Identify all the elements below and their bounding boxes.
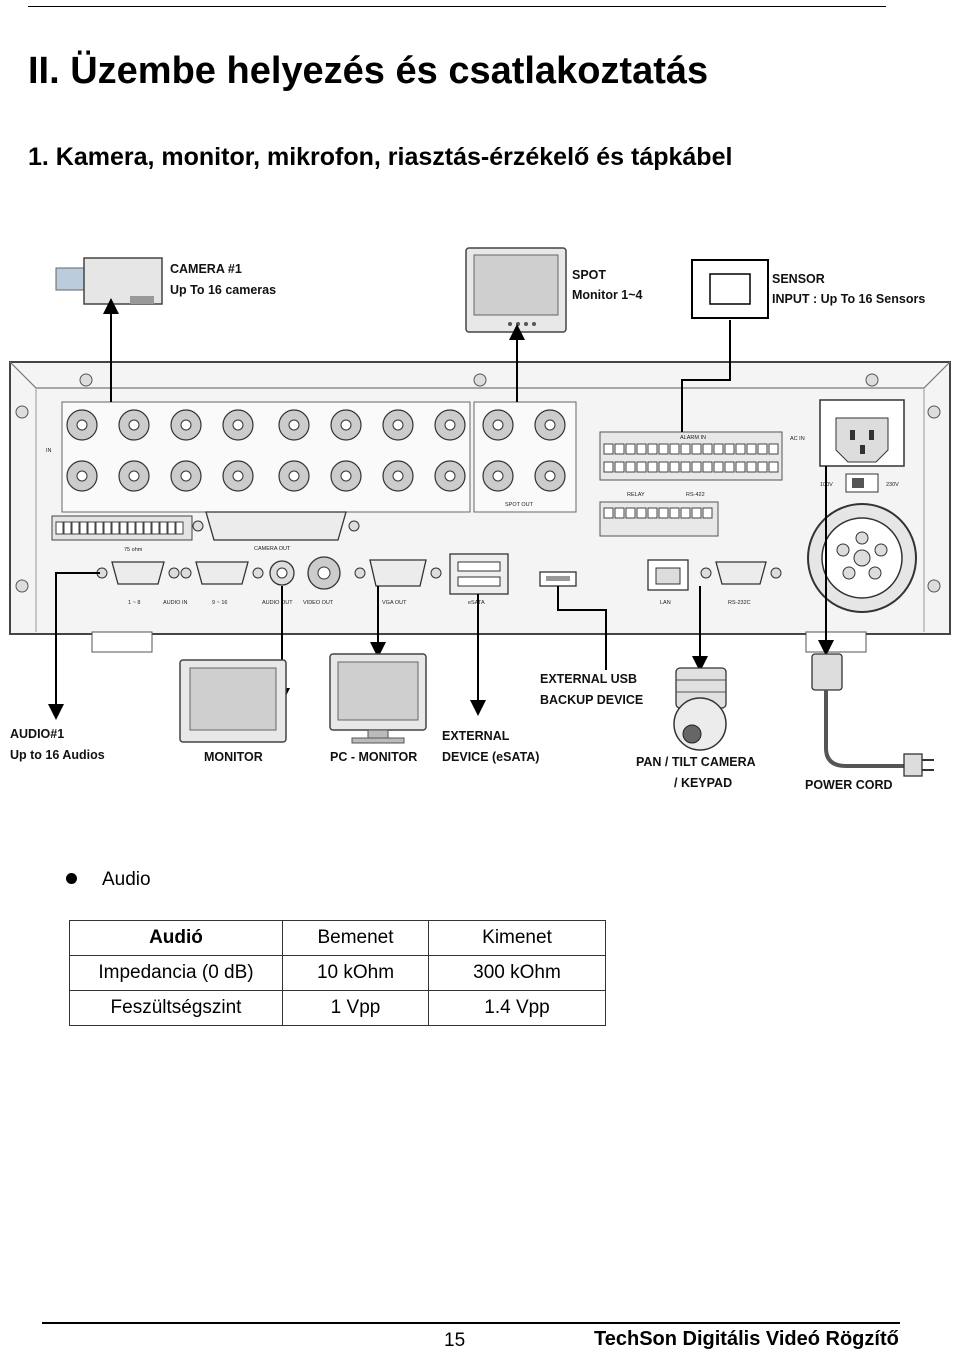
audio-bullet-text: Audio (102, 869, 151, 890)
audio-spec-table: Audió Bemenet Kimenet Impedancia (0 dB) … (69, 920, 606, 1026)
svg-text:1 ~ 8: 1 ~ 8 (128, 600, 140, 606)
table-cell: 300 kOhm (428, 955, 606, 991)
table-cell: 10 kOhm (282, 955, 429, 991)
usb-connection-line (557, 586, 607, 670)
svg-text:9 ~ 16: 9 ~ 16 (212, 600, 227, 606)
table-header-cell: Kimenet (428, 920, 606, 956)
monitor-icon (179, 659, 287, 743)
svg-text:RS-422: RS-422 (686, 492, 705, 498)
esata-device-label-line1: EXTERNAL (442, 729, 510, 743)
audio-label-line1: AUDIO#1 (10, 727, 64, 741)
sensor-connection-line (681, 320, 731, 432)
footer-rule (42, 1322, 900, 1324)
page-number: 15 (444, 1330, 466, 1351)
svg-text:75 ohm: 75 ohm (124, 547, 143, 553)
audio-label-line2: Up to 16 Audios (10, 748, 105, 762)
camera-icon (55, 257, 163, 305)
svg-text:AUDIO OUT: AUDIO OUT (262, 600, 293, 606)
fan-icon (807, 503, 917, 613)
sensor-label-line2: INPUT : Up To 16 Sensors (772, 292, 925, 306)
svg-text:230V: 230V (886, 482, 899, 488)
section-heading: 1. Kamera, monitor, mikrofon, riasztás-é… (28, 143, 733, 171)
usb-backup-label-line1: EXTERNAL USB (540, 672, 637, 686)
dvr-rear-panel: IN SPOT OUT ALARM IN (9, 361, 951, 653)
svg-text:LAN: LAN (660, 600, 671, 606)
svg-text:VGA OUT: VGA OUT (382, 600, 407, 606)
monitor-label: MONITOR (204, 750, 263, 764)
svg-text:IN: IN (46, 448, 52, 454)
page-heading: II. Üzembe helyezés és csatlakoztatás (28, 50, 709, 92)
power-cord-icon (811, 653, 934, 777)
spot-label-line2: Monitor 1~4 (572, 288, 643, 302)
svg-text:RS-232C: RS-232C (728, 600, 751, 606)
camera-label-line1: CAMERA #1 (170, 262, 242, 276)
svg-text:SPOT OUT: SPOT OUT (505, 502, 534, 508)
table-header-cell: Bemenet (282, 920, 429, 956)
svg-text:ALARM IN: ALARM IN (680, 435, 706, 441)
svg-text:eSATA: eSATA (468, 600, 485, 606)
sensor-icon (691, 259, 769, 319)
camera-label-line2: Up To 16 cameras (170, 283, 276, 297)
ptz-camera-icon (673, 667, 727, 751)
connection-diagram: CAMERA #1 Up To 16 cameras SPOT Monitor … (9, 247, 951, 792)
pc-monitor-label: PC - MONITOR (330, 750, 417, 764)
audio-connection-line (48, 572, 100, 720)
ptz-label-line2: / KEYPAD (674, 776, 732, 790)
table-cell: Impedancia (0 dB) (69, 955, 283, 991)
svg-text:AUDIO IN: AUDIO IN (163, 600, 187, 606)
svg-text:RELAY: RELAY (627, 492, 645, 498)
svg-text:VIDEO OUT: VIDEO OUT (303, 600, 334, 606)
spot-monitor-icon (465, 247, 567, 333)
ptz-label-line1: PAN / TILT CAMERA (636, 755, 756, 769)
svg-text:CAMERA OUT: CAMERA OUT (254, 546, 291, 552)
table-header-cell: Audió (69, 920, 283, 956)
table-cell: 1 Vpp (282, 990, 429, 1026)
table-row: Feszültségszint 1 Vpp 1.4 Vpp (69, 990, 606, 1026)
sensor-label-line1: SENSOR (772, 272, 825, 286)
bullet-dot (66, 873, 77, 884)
pc-monitor-icon (329, 653, 427, 744)
power-cord-label: POWER CORD (805, 778, 893, 792)
esata-device-label-line2: DEVICE (eSATA) (442, 750, 539, 764)
header-rule (28, 6, 886, 7)
spot-label-line1: SPOT (572, 268, 606, 282)
table-cell: Feszültségszint (69, 990, 283, 1026)
usb-backup-label-line2: BACKUP DEVICE (540, 693, 643, 707)
table-header-row: Audió Bemenet Kimenet (69, 920, 606, 956)
table-row: Impedancia (0 dB) 10 kOhm 300 kOhm (69, 955, 606, 991)
footer-title: TechSon Digitális Videó Rögzítő (594, 1328, 899, 1350)
svg-text:AC IN: AC IN (790, 436, 805, 442)
table-cell: 1.4 Vpp (428, 990, 606, 1026)
